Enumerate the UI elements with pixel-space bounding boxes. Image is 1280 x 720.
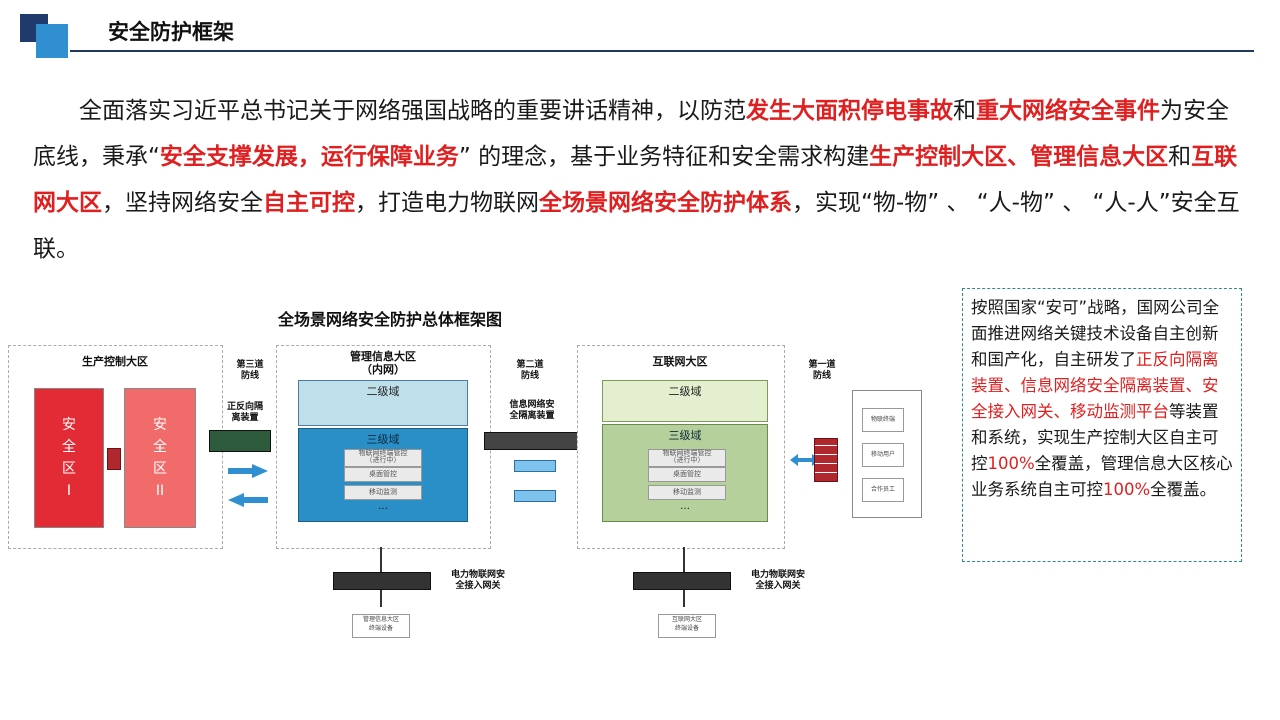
- isolation-device-label: 正反向隔 离装置: [226, 402, 263, 423]
- internet-system-item: 桌面管控: [648, 467, 726, 482]
- intro-highlight: 互联网大区: [33, 144, 1238, 216]
- isolation-device-icon: [209, 430, 271, 452]
- intro-highlight: 重大网络安全事件: [976, 98, 1160, 124]
- bidirectional-arrow-icon: [790, 454, 820, 466]
- first-defense-line-label: 第一道 防线: [808, 360, 836, 381]
- management-more-items: …: [378, 501, 388, 512]
- intro-text: 全面落实习近平总书记关于网络强国战略的重要讲话精神，以防范: [79, 98, 746, 124]
- bottom-right-device: 互联网大区 终端设备: [658, 614, 716, 638]
- management-level3-label: 三级域: [366, 433, 400, 446]
- management-system-item: 移动监测: [344, 485, 422, 500]
- intro-text: 为安全底线，秉承“: [33, 98, 1229, 170]
- firewall-icon-small: [107, 448, 121, 470]
- internet-level2-label: 二级域: [668, 385, 702, 398]
- safety-zone-2: 安 全 区 II: [124, 388, 196, 528]
- reverse-arrow-icon: [228, 493, 268, 507]
- internet-system-item: 移动监测: [648, 485, 726, 500]
- internet-level3-domain: 三级域 物联网终端管控 （进行中） 桌面管控 移动监测 …: [602, 424, 768, 522]
- diagram-title: 全场景网络安全防护总体框架图: [278, 310, 503, 329]
- framework-diagram: 全场景网络安全防护总体框架图 生产控制大区 安 全 区 I 安 全 区 II 第…: [0, 300, 960, 700]
- internet-more-items: …: [680, 501, 690, 512]
- internet-level3-label: 三级域: [668, 429, 702, 442]
- info-isolation-device-label: 信息网络安 全隔离装置: [509, 400, 555, 421]
- callout-highlight: 100%: [1103, 480, 1151, 499]
- switch-icon-1: [514, 460, 556, 472]
- switch-icon-2: [514, 490, 556, 502]
- firewall-icon: [814, 438, 838, 482]
- page-title: 安全防护框架: [108, 20, 234, 44]
- intro-paragraph: 全面落实习近平总书记关于网络强国战略的重要讲话精神，以防范发生大面积停电事故和重…: [33, 88, 1247, 272]
- intro-highlight: 安全支撑发展，运行保障业务: [159, 144, 459, 170]
- intro-highlight: 全场景网络安全防护体系: [539, 190, 792, 216]
- callout-highlight: 100%: [987, 454, 1035, 473]
- client-item: 移动用户: [862, 443, 904, 467]
- intro-text: 和: [953, 98, 976, 124]
- info-isolation-device-icon: [484, 432, 584, 450]
- management-level2-label: 二级域: [366, 385, 400, 398]
- management-system-item: 桌面管控: [344, 467, 422, 482]
- intro-text: ，坚持网络安全: [102, 190, 263, 216]
- gateway-right-icon: [633, 572, 731, 590]
- logo-square-light: [36, 24, 68, 58]
- intro-highlight: 管理信息大区: [1030, 144, 1169, 170]
- intro-text: ” 的理念，基于业务特征和安全需求构建: [458, 144, 870, 170]
- client-item: 物联终端: [862, 408, 904, 432]
- gateway-right-label: 电力物联网安 全接入网关: [750, 570, 805, 591]
- internet-level2-domain: 二级域: [602, 380, 768, 422]
- internet-zone-label: 互联网大区: [652, 355, 708, 368]
- management-zone-label: 管理信息大区 （内网）: [350, 350, 416, 376]
- callout-text: 按照国家“安可”战略，国网公司全面推进网络关键技术设备自主创新和国产化，自主研发…: [971, 298, 1220, 369]
- intro-highlight: 自主可控: [263, 190, 355, 216]
- client-item: 合作员工: [862, 478, 904, 502]
- title-divider: [70, 50, 1254, 52]
- production-zone-label: 生产控制大区: [82, 355, 148, 368]
- gateway-left-icon: [333, 572, 431, 590]
- management-level2-domain: 二级域: [298, 380, 468, 426]
- callout-highlight: 正反向隔离装置、信息网络安全隔离装置、安全接入网关、移动监测平台: [971, 350, 1219, 421]
- management-system-item: 物联网终端管控 （进行中）: [344, 449, 422, 467]
- callout-text: 全覆盖。: [1150, 480, 1217, 499]
- third-defense-line-label: 第三道 防线: [236, 360, 264, 381]
- gateway-left-label: 电力物联网安 全接入网关: [450, 570, 505, 591]
- intro-text: 和: [1168, 144, 1192, 170]
- callout-box: 按照国家“安可”战略，国网公司全面推进网络关键技术设备自主创新和国产化，自主研发…: [962, 288, 1242, 562]
- intro-text: ，打造电力物联网: [355, 190, 539, 216]
- intro-highlight: 发生大面积停电事故: [746, 98, 953, 124]
- management-level3-domain: 三级域 物联网终端管控 （进行中） 桌面管控 移动监测 …: [298, 428, 468, 522]
- internet-system-item: 物联网终端管控 （进行中）: [648, 449, 726, 467]
- safety-zone-1: 安 全 区 I: [34, 388, 104, 528]
- second-defense-line-label: 第二道 防线: [516, 360, 544, 381]
- intro-highlight: 生产控制大区: [869, 144, 1008, 170]
- intro-highlight: 、: [1007, 144, 1031, 170]
- intro-text: ，实现“物-物” 、 “人-物” 、 “人-人”安全互联。: [33, 190, 1240, 262]
- callout-text: 等装置和系统，实现生产控制大区自主可控: [971, 402, 1219, 473]
- forward-arrow-icon: [228, 464, 268, 478]
- callout-text: 全覆盖，管理信息大区核心业务系统自主可控: [971, 454, 1233, 499]
- bottom-left-device: 管理信息大区 终端设备: [352, 614, 410, 638]
